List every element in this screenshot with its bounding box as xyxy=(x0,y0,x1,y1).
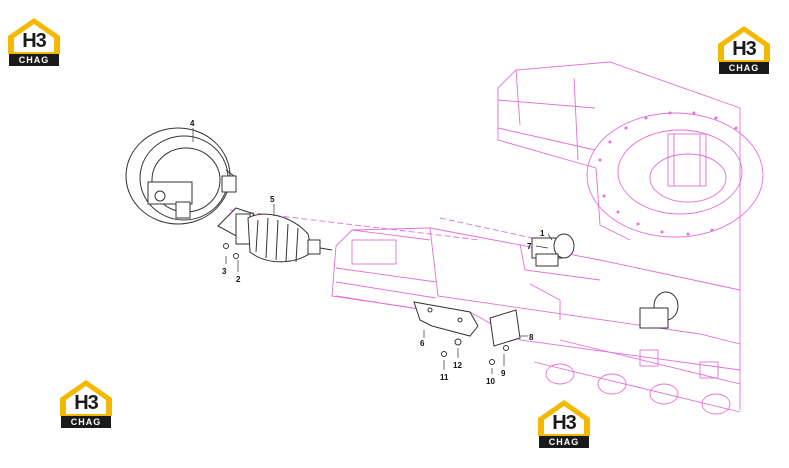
logo-mark: H3 xyxy=(74,392,99,414)
logo-house-icon xyxy=(8,18,60,54)
logo-subtitle: CHAG xyxy=(9,54,59,66)
idler-wheel-part-4 xyxy=(125,127,237,225)
callout-7: 7 xyxy=(527,242,532,251)
callout-11: 11 xyxy=(440,373,449,382)
h3-chag-logo-bottom-center: H3 CHAG xyxy=(536,398,592,450)
callout-labels: 1 2 3 4 5 6 7 8 9 10 11 12 xyxy=(190,119,545,386)
callout-10: 10 xyxy=(486,377,495,386)
callout-12: 12 xyxy=(453,361,462,370)
guard-plate-part-8 xyxy=(489,309,521,347)
h3-chag-logo-top-right: H3 CHAG xyxy=(716,24,772,76)
recoil-assembly-part-5 xyxy=(217,207,333,263)
carrier-roller-part-1 xyxy=(531,233,575,267)
h3-chag-logo-top-left: H3 CHAG xyxy=(6,16,62,68)
bracket-part-6 xyxy=(413,301,479,337)
bolt-parts-2-3 xyxy=(223,243,239,259)
logo-subtitle: CHAG xyxy=(719,62,769,74)
callout-leaders xyxy=(192,128,553,374)
ring-bolt-holes xyxy=(598,111,738,236)
fastener-parts-9-12 xyxy=(441,338,509,365)
h3-chag-logo-bottom-left: H3 CHAG xyxy=(58,378,114,430)
logo-house-icon xyxy=(60,380,112,416)
callout-2: 2 xyxy=(236,275,241,284)
logo-house-icon xyxy=(718,26,770,62)
callout-9: 9 xyxy=(501,369,506,378)
logo-subtitle: CHAG xyxy=(539,436,589,448)
callout-1: 1 xyxy=(540,229,545,238)
callout-3: 3 xyxy=(222,267,227,276)
logo-subtitle: CHAG xyxy=(61,416,111,428)
callout-5: 5 xyxy=(270,195,275,204)
carrier-roller-rear xyxy=(639,291,679,329)
logo-mark: H3 xyxy=(732,38,757,60)
logo-mark: H3 xyxy=(22,30,47,52)
callout-8: 8 xyxy=(529,333,534,342)
logo-house-icon xyxy=(538,400,590,436)
logo-mark: H3 xyxy=(552,412,577,434)
callout-6: 6 xyxy=(420,339,425,348)
track-frame-outline xyxy=(229,61,764,415)
callout-4: 4 xyxy=(190,119,195,128)
